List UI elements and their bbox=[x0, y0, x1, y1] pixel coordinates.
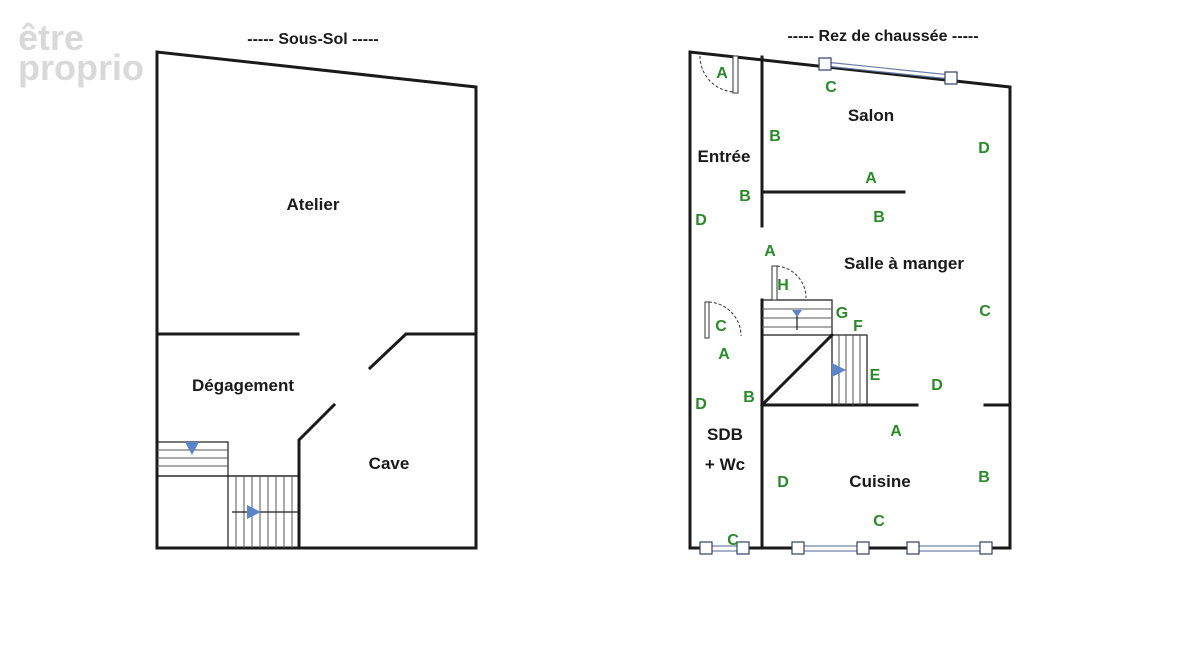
ground-stairs-arrow-down-icon bbox=[792, 310, 802, 317]
wall-marker: F bbox=[853, 318, 863, 335]
basement-plan: ----- Sous-Sol ----- Ate bbox=[155, 31, 478, 550]
room-sdb: SDB bbox=[707, 425, 743, 444]
kitchen-window-right bbox=[906, 541, 993, 555]
basement-outer-wall bbox=[155, 50, 478, 550]
wall-marker: H bbox=[777, 277, 789, 294]
wall-marker: D bbox=[777, 474, 789, 491]
wall-marker: B bbox=[978, 469, 990, 486]
stairs-arrow-right-icon bbox=[247, 505, 261, 519]
room-cave: Cave bbox=[369, 454, 410, 473]
cave-lower-wall bbox=[297, 402, 337, 550]
wall-marker: A bbox=[764, 243, 776, 260]
sdb-door bbox=[704, 301, 742, 339]
wall-marker: C bbox=[873, 513, 885, 530]
ground-floor-plan: ----- Rez de chaussée ----- bbox=[688, 28, 1012, 555]
wall-marker: G bbox=[836, 305, 848, 322]
wall-marker: C bbox=[715, 318, 727, 335]
kitchen-window-left bbox=[791, 541, 870, 555]
wall-marker: A bbox=[890, 423, 902, 440]
watermark-line-2: proprio bbox=[18, 47, 144, 88]
room-atelier: Atelier bbox=[287, 195, 340, 214]
wall-marker: D bbox=[978, 140, 990, 157]
ground-stairs bbox=[762, 299, 868, 406]
room-entree: Entrée bbox=[698, 147, 751, 166]
wall-marker: B bbox=[769, 128, 781, 145]
wall-marker: B bbox=[739, 188, 751, 205]
salon-window bbox=[818, 57, 958, 85]
watermark-logo: être proprio bbox=[18, 17, 144, 88]
wall-marker: C bbox=[979, 303, 991, 320]
room-degagement: Dégagement bbox=[192, 376, 294, 395]
sdb-window bbox=[699, 541, 750, 555]
wall-marker: C bbox=[727, 532, 739, 549]
wall-marker: B bbox=[743, 389, 755, 406]
room-cuisine: Cuisine bbox=[849, 472, 910, 491]
dining-door bbox=[771, 265, 807, 301]
basement-title: ----- Sous-Sol ----- bbox=[247, 31, 379, 48]
room-salon: Salon bbox=[848, 106, 894, 125]
wall-marker: D bbox=[695, 212, 707, 229]
ground-stairs-arrow-right-icon bbox=[832, 363, 846, 377]
wall-marker: B bbox=[873, 209, 885, 226]
room-salle-a-manger: Salle à manger bbox=[844, 254, 964, 273]
cave-upper-wall bbox=[367, 332, 478, 371]
wall-markers: A C B D A B B D A H G F C C A B E D D A … bbox=[695, 65, 991, 549]
wall-marker: A bbox=[718, 346, 730, 363]
ground-floor-title: ----- Rez de chaussée ----- bbox=[787, 28, 978, 45]
basement-stairs bbox=[156, 441, 300, 549]
wall-marker: D bbox=[931, 377, 943, 394]
watermark-line-1: être bbox=[18, 17, 84, 58]
entry-door bbox=[699, 55, 739, 94]
ground-outer-wall bbox=[688, 50, 1012, 550]
stairs-arrow-down-icon bbox=[185, 442, 199, 455]
wall-marker: A bbox=[716, 65, 728, 82]
wall-marker: E bbox=[870, 367, 881, 384]
stairs-diagonal-wall bbox=[759, 332, 835, 408]
wall-marker: C bbox=[825, 79, 837, 96]
wall-marker: D bbox=[695, 396, 707, 413]
wall-marker: A bbox=[865, 170, 877, 187]
room-wc: + Wc bbox=[705, 455, 745, 474]
